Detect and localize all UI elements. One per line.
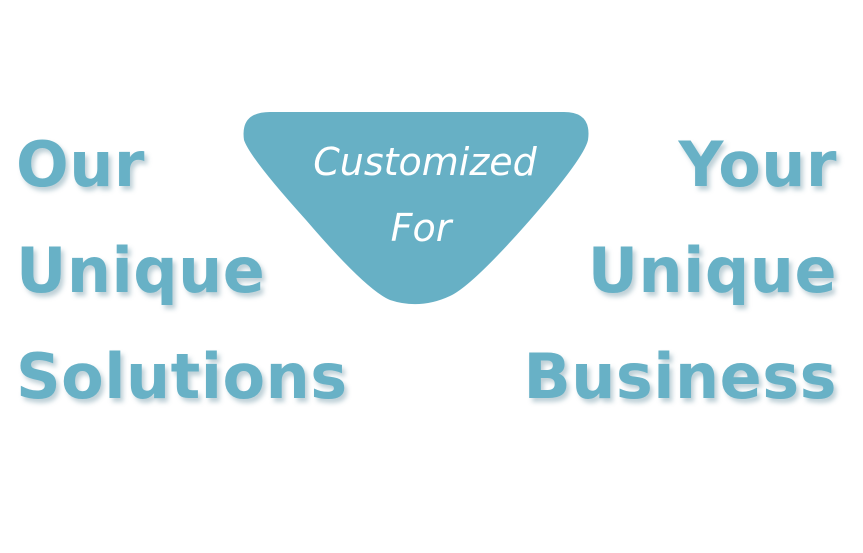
right-word-your: Your bbox=[678, 128, 837, 201]
right-word-business: Business bbox=[523, 340, 837, 413]
badge-triangle-shape bbox=[243, 112, 589, 305]
right-word-unique: Unique bbox=[587, 234, 837, 307]
left-word-our: Our bbox=[16, 128, 145, 201]
right-phrase: Your Unique Business bbox=[523, 112, 837, 430]
left-word-unique: Unique bbox=[16, 234, 266, 307]
badge-text-customized: Customized bbox=[313, 140, 537, 184]
left-word-solutions: Solutions bbox=[16, 340, 348, 413]
customized-for-badge: Customized For bbox=[240, 110, 594, 310]
left-phrase: Our Unique Solutions bbox=[16, 112, 348, 430]
badge-text-for: For bbox=[390, 206, 452, 250]
